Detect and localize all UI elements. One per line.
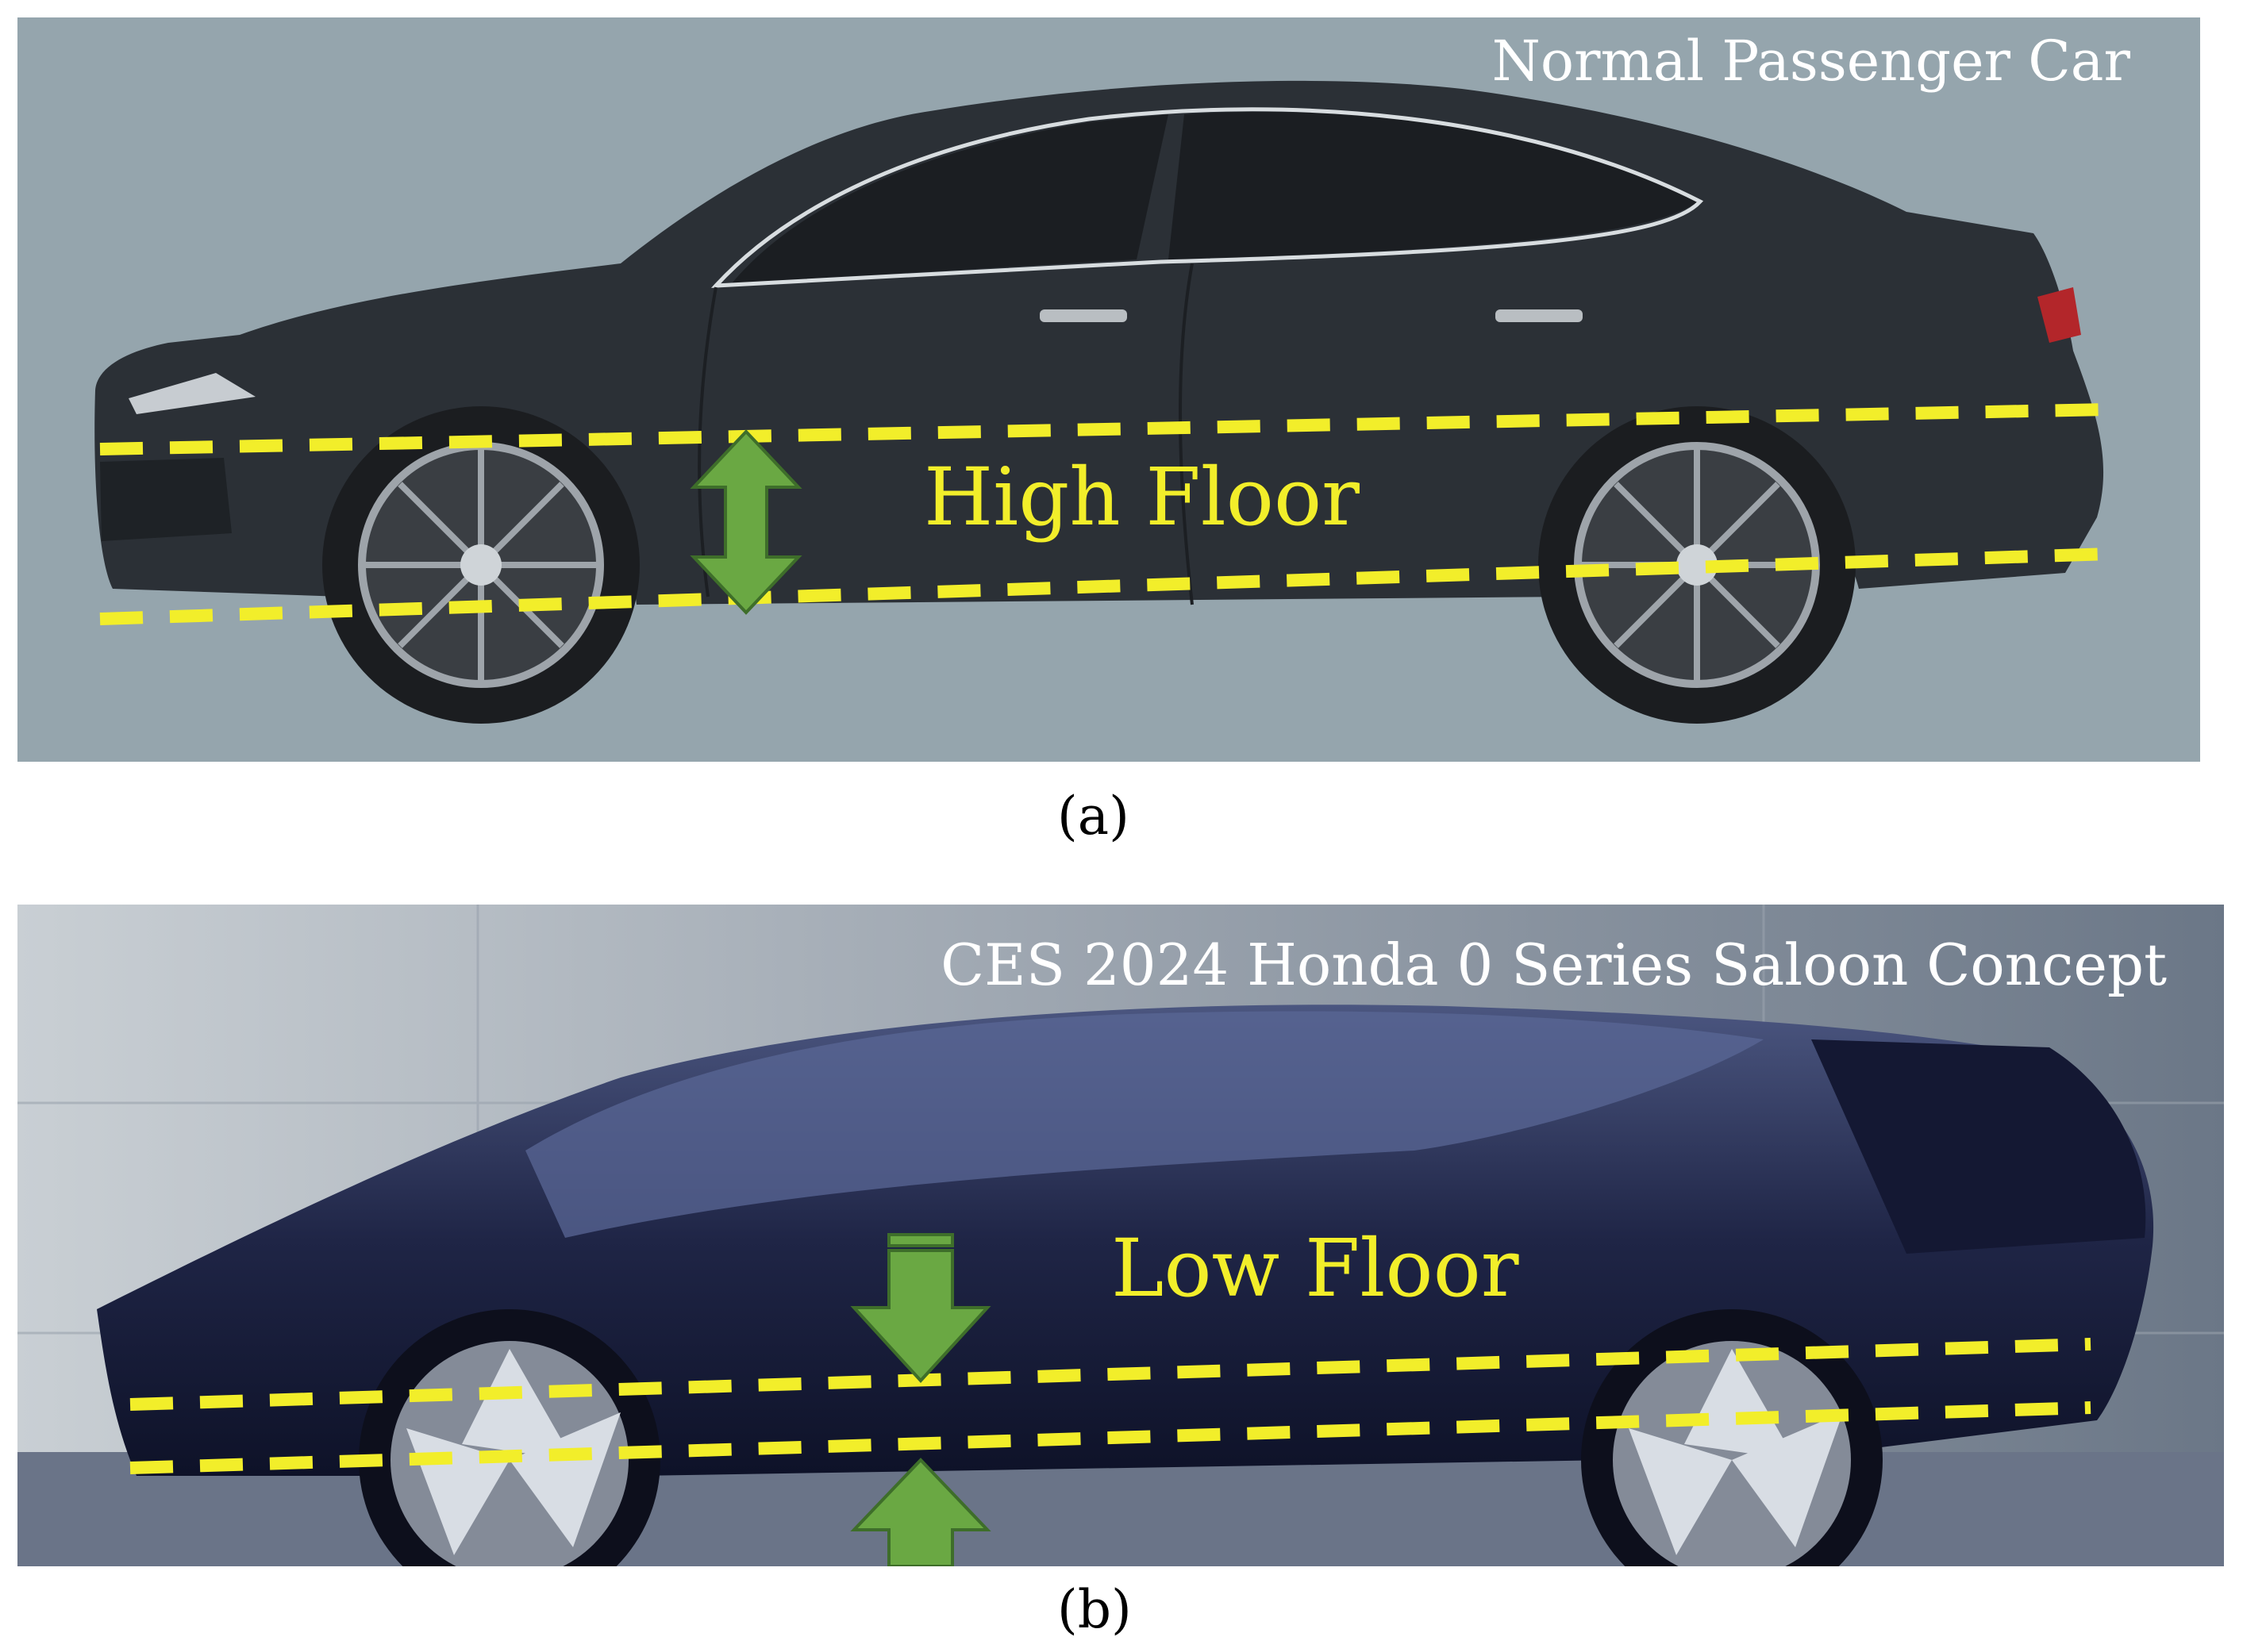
door-seam: [1179, 263, 1194, 605]
door-seam-front: [698, 286, 718, 597]
floor-top-dashed-line: [129, 1338, 2091, 1411]
concept-front-wheel: [1581, 1309, 1883, 1566]
concept-rear-wheel: [359, 1309, 660, 1566]
concept-car-illustration: [17, 905, 2224, 1566]
panel-a-title: Normal Passenger Car: [1491, 29, 2130, 94]
caption-b: (b): [1057, 1579, 1132, 1640]
rear-block: [1811, 1039, 2146, 1254]
floor-top-dashed-line: [99, 403, 2110, 455]
panel-b-title: CES 2024 Honda 0 Series Saloon Concept: [941, 932, 2167, 998]
floor-bottom-dashed-line: [99, 547, 2110, 625]
up-arrow-icon: [850, 1458, 991, 1566]
normal-car-illustration: [17, 17, 2200, 762]
high-floor-label: High Floor: [924, 451, 1360, 544]
rear-window: [732, 114, 1168, 283]
panel-b-concept-car: CES 2024 Honda 0 Series Saloon Concept L…: [17, 905, 2224, 1566]
door-handle-rear: [1040, 309, 1127, 322]
front-grille: [100, 458, 232, 541]
headlight: [129, 373, 256, 414]
panel-a-normal-car: Normal Passenger Car High Floor: [17, 17, 2200, 762]
front-window: [1168, 111, 1700, 259]
down-arrow-icon: [850, 1233, 991, 1383]
window-trim: [711, 107, 1704, 288]
floor-bottom-dashed-line: [129, 1401, 2091, 1474]
door-handle-front: [1495, 309, 1583, 322]
concept-glass-canopy: [525, 1011, 1764, 1238]
taillight: [2037, 287, 2081, 343]
front-wheel: [1538, 406, 1856, 724]
caption-a: (a): [1057, 786, 1129, 847]
low-floor-label: Low Floor: [1111, 1222, 1519, 1315]
double-headed-vertical-arrow-icon: [690, 429, 802, 615]
rear-wheel: [322, 406, 640, 724]
